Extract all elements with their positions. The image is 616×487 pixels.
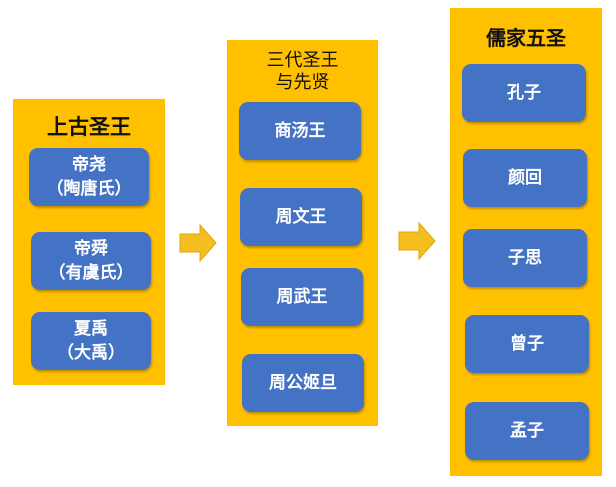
- node-name: 周公姬旦: [269, 373, 337, 393]
- column-ancient-sage-kings: 上古圣王 帝尧 （陶唐氏） 帝舜 （有虞氏） 夏禹 （大禹）: [13, 99, 165, 385]
- node-zhou-wu: 周武王: [241, 268, 363, 326]
- column-title-line: 与先贤: [275, 72, 330, 93]
- node-alias: （陶唐氏）: [46, 179, 132, 199]
- node-name: 曾子: [510, 334, 544, 354]
- node-name: 周文王: [275, 207, 327, 227]
- node-name: 夏禹: [74, 319, 108, 339]
- node-zisi: 子思: [463, 229, 587, 287]
- node-emperor-yao: 帝尧 （陶唐氏）: [29, 148, 149, 206]
- node-name: 周武王: [276, 287, 328, 307]
- node-yan-hui: 颜回: [463, 149, 587, 207]
- node-alias: （大禹）: [57, 343, 125, 363]
- node-name: 孟子: [510, 421, 544, 441]
- node-emperor-shun: 帝舜 （有虞氏）: [31, 232, 151, 290]
- column-three-dynasties: 三代圣王 与先贤 商汤王 周文王 周武王 周公姬旦: [227, 40, 378, 426]
- node-name: 商汤王: [274, 121, 326, 141]
- node-alias: （有虞氏）: [48, 263, 134, 283]
- column-title-line: 三代圣王: [266, 50, 339, 71]
- node-shang-tang: 商汤王: [239, 102, 361, 160]
- node-name: 帝尧: [72, 155, 106, 175]
- node-name: 孔子: [507, 83, 541, 103]
- node-name: 颜回: [508, 168, 542, 188]
- node-duke-zhou: 周公姬旦: [242, 354, 364, 412]
- node-zengzi: 曾子: [465, 315, 589, 373]
- node-zhou-wen: 周文王: [240, 188, 362, 246]
- column-title: 儒家五圣: [486, 26, 566, 50]
- arrow-right-icon: [179, 223, 217, 263]
- column-five-confucian-sages: 儒家五圣 孔子 颜回 子思 曾子 孟子: [450, 8, 602, 476]
- column-title: 上古圣王: [47, 115, 131, 139]
- column-title: 三代圣王 与先贤: [227, 50, 378, 94]
- node-xia-yu: 夏禹 （大禹）: [31, 312, 151, 370]
- node-confucius: 孔子: [462, 64, 586, 122]
- node-name: 子思: [508, 248, 542, 268]
- node-mencius: 孟子: [465, 402, 589, 460]
- node-name: 帝舜: [74, 239, 108, 259]
- arrow-right-icon: [398, 221, 436, 261]
